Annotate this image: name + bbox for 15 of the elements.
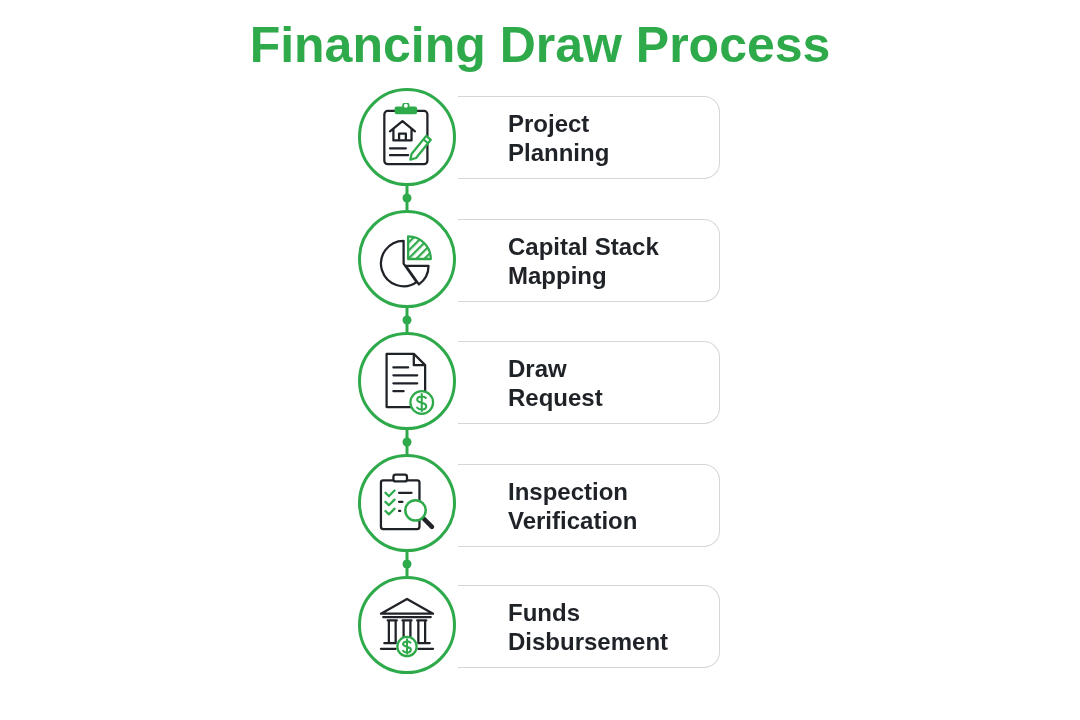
step-title: Funds Disbursement [508,597,670,656]
connector-line [405,308,409,332]
step-card [458,585,720,668]
connector-line [405,186,409,210]
connector-line [405,552,409,576]
step-card [458,464,720,547]
step-title: Draw Request [508,353,604,412]
step-card [458,219,720,302]
step-title: Inspection Verification [508,476,639,535]
step-card [458,341,720,424]
step-title: Project Planning [508,108,611,167]
step-title: Capital Stack Mapping [508,231,660,290]
diagram-title: Financing Draw Process [249,16,831,74]
connector-line [405,430,409,454]
step-card [458,96,720,179]
